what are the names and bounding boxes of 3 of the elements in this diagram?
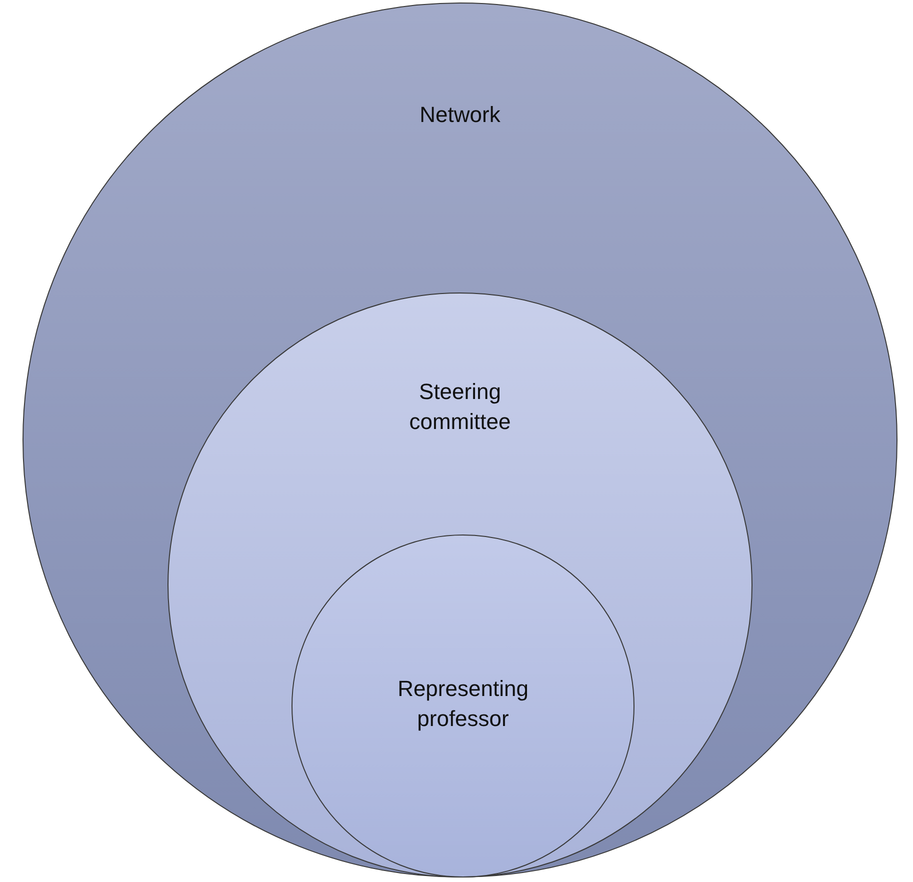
circle-label: Steering committee — [408, 378, 512, 436]
circle-label: Network — [418, 101, 502, 129]
circle-label: Representing professor — [396, 675, 530, 733]
